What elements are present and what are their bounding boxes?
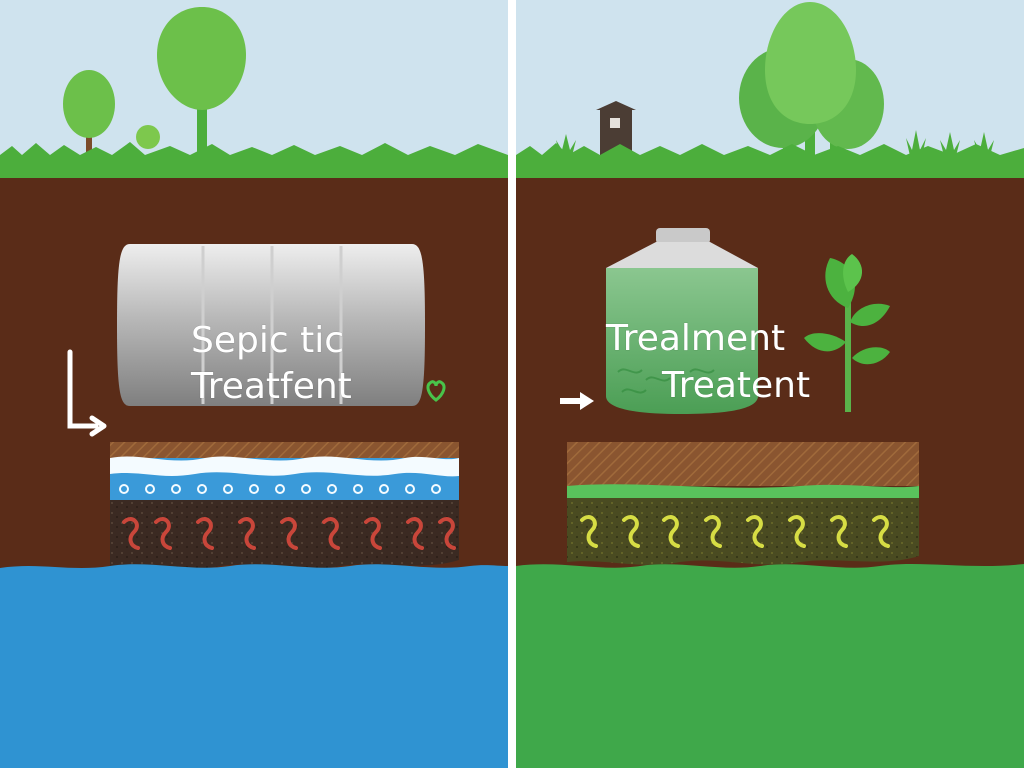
septic-tank: Sepic tic Treatfent — [117, 244, 425, 408]
treatment-tank-label-line2: Treatent — [661, 365, 810, 406]
septic-tank-label-line1: Sepic tic — [191, 320, 344, 361]
left-bush — [136, 125, 160, 149]
right-panel: Trealment Treatent — [516, 0, 1024, 768]
left-bacteria-layer — [110, 500, 459, 569]
treatment-tank: Trealment Treatent — [605, 228, 811, 414]
left-gravel-layer — [110, 442, 459, 458]
right-groundwater — [516, 564, 1024, 768]
right-bacteria-layer — [567, 498, 919, 565]
left-panel: Sepic tic Treatfent — [0, 0, 508, 768]
right-tree-cluster — [739, 2, 884, 158]
plant-icon — [804, 254, 890, 412]
panel-divider — [508, 0, 516, 768]
inlet-arrow — [67, 349, 99, 429]
left-water-band — [110, 456, 459, 500]
left-tree-small — [63, 70, 115, 163]
treatment-tank-label-line1: Trealment — [605, 318, 785, 359]
right-grass-tufts — [556, 130, 994, 156]
left-grass — [0, 142, 508, 180]
septic-tank-label-line2: Treatfent — [190, 366, 352, 407]
right-gravel-layer — [567, 442, 919, 486]
left-groundwater — [0, 564, 508, 768]
heart-icon — [426, 380, 446, 402]
right-grass — [516, 143, 1024, 180]
right-inlet-arrow — [560, 392, 594, 410]
left-tree-large — [157, 7, 246, 166]
right-green-band — [567, 484, 919, 498]
